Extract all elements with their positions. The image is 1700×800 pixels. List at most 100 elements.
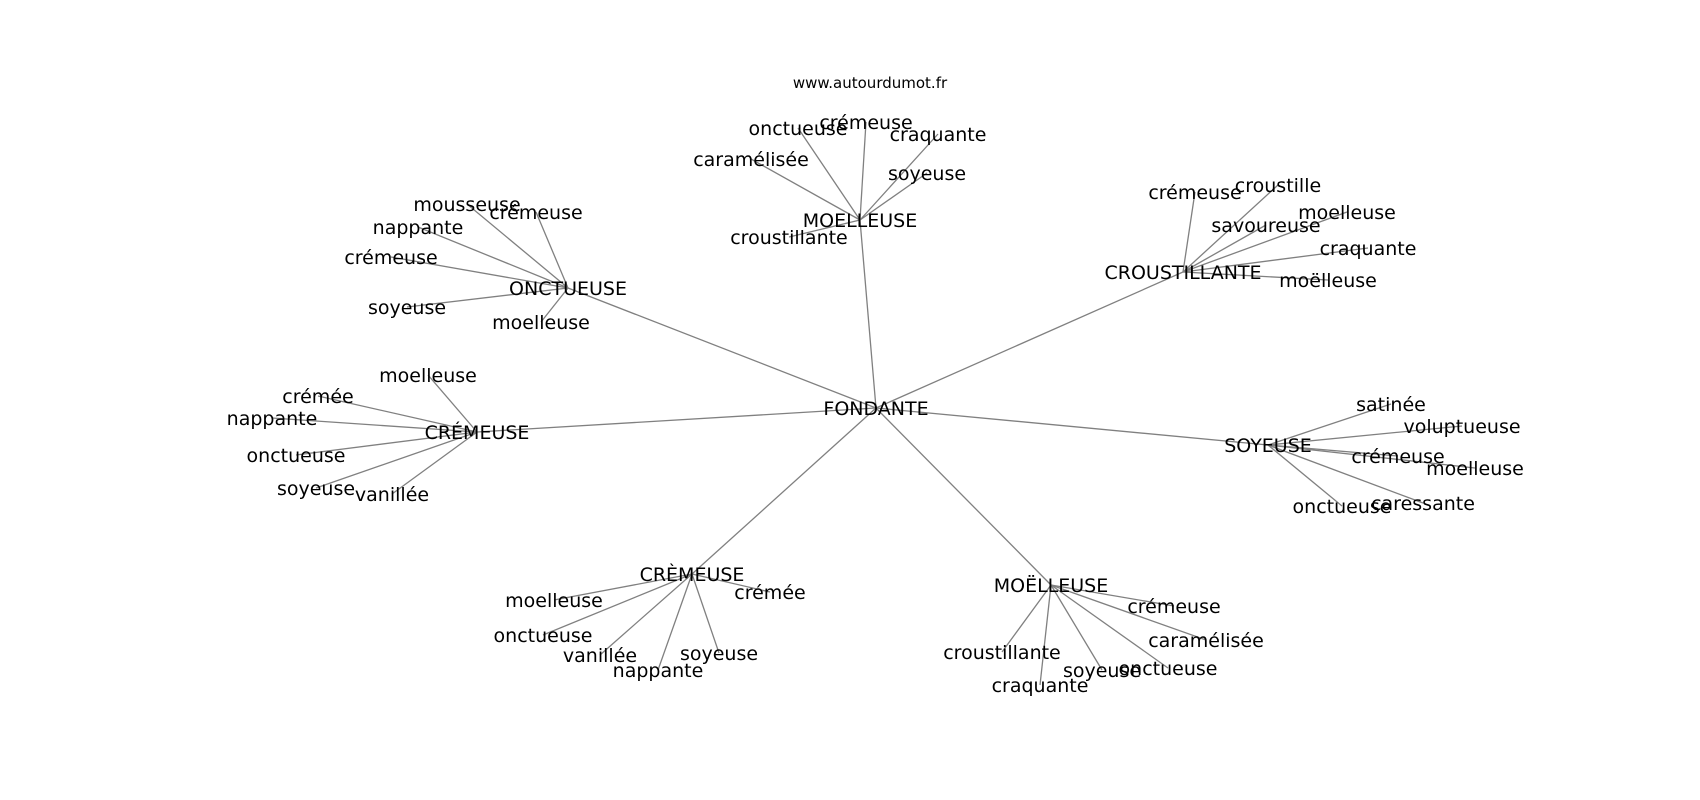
edge-croustillante-leaf	[1182, 224, 1267, 273]
edge-moelleuse-leaf	[750, 158, 861, 221]
edge-croustillante-leaf	[1182, 184, 1279, 273]
leaf-node-label: soyeuse	[277, 478, 355, 500]
leaf-node-label: croustillante	[730, 227, 848, 249]
leaf-node-label: crémée	[734, 582, 805, 604]
leaf-node-label: moelleuse	[379, 365, 477, 387]
leaf-node-label: crémeuse	[1127, 596, 1220, 618]
edge-cremeuse-acute-leaf	[315, 431, 478, 489]
leaf-node-label: nappante	[373, 217, 464, 239]
edge-cremeuse-acute-leaf	[317, 395, 478, 433]
leaf-node-label: onctueuse	[1119, 658, 1218, 680]
edge-moelleuse-trema-leaf	[1039, 584, 1052, 686]
edges-layer	[271, 121, 1476, 686]
leaf-node-label: croustillante	[943, 642, 1061, 664]
edge-onctueuse-leaf	[540, 287, 569, 323]
edge-cremeuse-acute-leaf	[271, 417, 478, 433]
leaf-node-label: caramélisée	[693, 149, 809, 171]
edge-croustillante-leaf	[1182, 271, 1329, 281]
leaf-node-label: crémeuse	[819, 112, 912, 134]
leaf-node-label: crémeuse	[489, 202, 582, 224]
edge-cremeuse-grave-leaf	[691, 573, 771, 593]
hub-node-cremeuse-grave: CRÈMEUSE	[640, 563, 745, 586]
edge-soyeuse-leaf	[1267, 444, 1343, 507]
leaf-node-label: caressante	[1371, 493, 1475, 515]
leaf-node-label: nappante	[613, 660, 704, 682]
leaf-node-label: nappante	[227, 408, 318, 430]
leaf-node-label: crémeuse	[344, 247, 437, 269]
hub-node-soyeuse: SOYEUSE	[1224, 435, 1312, 457]
edge-center-cremeuse-grave	[691, 407, 877, 575]
edge-soyeuse-leaf	[1267, 444, 1424, 504]
edge-onctueuse-leaf	[406, 287, 569, 308]
edge-soyeuse-leaf	[1267, 444, 1476, 469]
hub-node-onctueuse: ONCTUEUSE	[509, 278, 627, 300]
edge-cremeuse-grave-leaf	[553, 573, 693, 601]
edge-moelleuse-trema-leaf	[1050, 584, 1103, 671]
leaf-node-label: satinée	[1356, 394, 1426, 416]
leaf-node-label: voluptueuse	[1403, 416, 1520, 438]
edge-cremeuse-acute-leaf	[427, 374, 478, 433]
edge-moelleuse-leaf	[797, 127, 861, 221]
edge-center-cremeuse-acute	[476, 407, 877, 433]
leaf-node-label: croustille	[1235, 175, 1321, 197]
edge-moelleuse-leaf	[788, 219, 861, 238]
edge-center-croustillante	[875, 271, 1184, 409]
leaf-node-label: onctueuse	[247, 445, 346, 467]
leaf-node-label: crémée	[282, 386, 353, 408]
leaf-node-label: crémeuse	[1148, 182, 1241, 204]
edge-moelleuse-trema-leaf	[1050, 584, 1169, 669]
leaf-node-label: crémeuse	[1351, 446, 1444, 468]
edge-cremeuse-acute-leaf	[391, 431, 478, 495]
leaf-node-label: moelleuse	[492, 312, 590, 334]
edge-onctueuse-leaf	[417, 226, 569, 289]
leaf-node-label: craquante	[1320, 238, 1417, 260]
edge-moelleuse-trema-leaf	[1001, 584, 1052, 653]
leaf-node-label: vanillée	[563, 645, 637, 667]
edge-center-onctueuse	[567, 287, 877, 409]
leaf-node-label: soyeuse	[680, 643, 758, 665]
edge-center-soyeuse	[875, 407, 1269, 446]
edge-center-moelleuse-trema	[875, 407, 1052, 586]
leaf-node-label: soyeuse	[1063, 660, 1141, 682]
leaf-node-label: onctueuse	[494, 625, 593, 647]
leaf-node-label: onctueuse	[749, 118, 848, 140]
leaf-node-label: moëlleuse	[1279, 270, 1377, 292]
leaf-node-label: caramélisée	[1148, 630, 1264, 652]
edge-moelleuse-trema-leaf	[1050, 584, 1175, 607]
edge-cremeuse-grave-leaf	[657, 573, 693, 671]
leaf-node-label: craquante	[890, 124, 987, 146]
edge-cremeuse-grave-leaf	[542, 573, 693, 636]
edge-moelleuse-leaf	[859, 133, 939, 221]
leaf-node-label: mousseuse	[413, 194, 520, 216]
edge-onctueuse-leaf	[390, 256, 569, 289]
leaf-node-label: soyeuse	[368, 297, 446, 319]
hub-node-moelleuse: MOELLEUSE	[803, 210, 918, 232]
edge-cremeuse-grave-leaf	[599, 573, 693, 656]
edge-moelleuse-leaf	[859, 121, 867, 221]
edge-croustillante-leaf	[1182, 247, 1369, 273]
edge-onctueuse-leaf	[535, 211, 569, 289]
edge-moelleuse-leaf	[859, 172, 928, 221]
edge-cremeuse-grave-leaf	[691, 573, 720, 654]
leaf-node-label: craquante	[992, 675, 1089, 697]
edge-center-moelleuse	[859, 219, 877, 409]
edge-onctueuse-leaf	[466, 203, 569, 289]
edge-moelleuse-trema-leaf	[1050, 584, 1207, 641]
leaf-node-label: moelleuse	[1298, 202, 1396, 224]
leaf-node-label: vanillée	[355, 484, 429, 506]
watermark: www.autourdumot.fr	[793, 74, 948, 92]
leaf-node-label: moelleuse	[505, 590, 603, 612]
leaf-node-label: onctueuse	[1293, 496, 1392, 518]
leaf-node-label: moelleuse	[1426, 458, 1524, 480]
leaf-node-label: soyeuse	[888, 163, 966, 185]
labels-layer: www.autourdumot.fr onctueusecrémeusecraq…	[227, 74, 1524, 697]
edge-cremeuse-acute-leaf	[295, 431, 478, 456]
hub-node-croustillante: CROUSTILLANTE	[1104, 262, 1261, 284]
hub-node-moelleuse-trema: MOËLLEUSE	[994, 574, 1109, 597]
edge-croustillante-leaf	[1182, 211, 1348, 273]
edge-soyeuse-leaf	[1267, 425, 1463, 446]
edge-soyeuse-leaf	[1267, 403, 1392, 446]
edge-croustillante-leaf	[1182, 191, 1196, 273]
leaf-node-label: savoureuse	[1211, 215, 1320, 237]
